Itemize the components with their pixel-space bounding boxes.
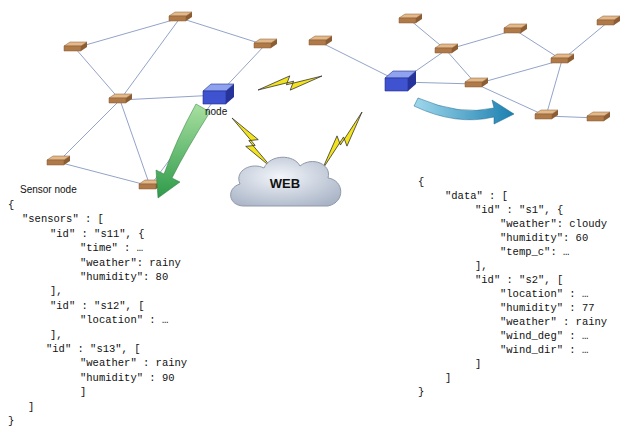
- network-link: [120, 18, 180, 100]
- json-line: ]: [445, 372, 451, 384]
- network-link: [546, 60, 562, 116]
- sensor-node-icon: [504, 24, 527, 33]
- gateway-node-icon: [385, 71, 416, 91]
- json-line: ]: [475, 358, 481, 370]
- sensor-node-icon: [587, 112, 610, 121]
- sensor-node-icon: [254, 39, 277, 48]
- sensor-node-icon: [399, 14, 422, 23]
- json-line: "wind_dir" : …: [500, 344, 588, 356]
- json-line: "humidity": 60: [500, 232, 588, 244]
- sensor-node-icon: [535, 110, 558, 119]
- json-line: {: [418, 176, 424, 188]
- json-line: "id" : "s11", {: [50, 228, 145, 240]
- sensor-node-icon: [597, 16, 620, 25]
- sensor-node-icon: [47, 156, 70, 165]
- sensor-node-icon: [465, 78, 488, 87]
- sensor-node-icon: [64, 42, 87, 51]
- data-flow-arrow: [156, 104, 210, 198]
- json-line: ]: [80, 386, 86, 398]
- sensor-node-icon: [551, 54, 574, 63]
- json-line: "location" : …: [500, 288, 588, 300]
- sensor-node-icon: [109, 94, 132, 103]
- json-line: "location" : …: [80, 314, 168, 326]
- json-line: "id" : "s1", {: [475, 204, 563, 216]
- wireless-link-bolt: [232, 118, 272, 168]
- json-line: "data" : [: [445, 190, 508, 202]
- network-link: [476, 60, 562, 84]
- wireless-link-bolt: [322, 112, 362, 170]
- json-line: ],: [50, 285, 63, 297]
- network-link: [75, 48, 120, 100]
- json-line: "weather" : rainy: [80, 357, 187, 369]
- json-line: "id" : "s2", [: [475, 274, 563, 286]
- wireless-link-bolt: [258, 76, 322, 90]
- json-line: "humidity" : 90: [80, 372, 175, 384]
- sensor-node-icon: [435, 44, 458, 53]
- json-line: ],: [50, 329, 63, 341]
- json-line: "wind_deg" : …: [500, 330, 588, 342]
- gateway-node-icon: [203, 84, 234, 104]
- network-link: [180, 18, 265, 45]
- cloud-label: WEB: [270, 176, 300, 191]
- json-line: "temp_c": …: [500, 246, 569, 258]
- network-link: [75, 18, 180, 48]
- json-line: ],: [475, 260, 488, 272]
- json-line: "sensors" : [: [22, 213, 104, 225]
- json-line: "time" : …: [80, 242, 143, 254]
- left-sensor-network: [47, 12, 277, 189]
- cloud-shape: WEB: [222, 150, 348, 216]
- json-line: }: [8, 415, 14, 427]
- json-line: "humidity" : 77: [500, 302, 595, 314]
- network-link: [58, 100, 120, 162]
- network-link: [120, 100, 150, 186]
- json-line: {: [8, 199, 14, 211]
- network-link: [58, 162, 150, 186]
- json-line: "weather": cloudy: [500, 218, 607, 230]
- json-line: "weather" : rainy: [500, 316, 607, 328]
- json-line: "id" : "s12", [: [50, 300, 145, 312]
- right-sensor-network: [309, 14, 620, 121]
- json-line: "weather": rainy: [80, 257, 181, 269]
- part-label: node: [205, 106, 227, 117]
- sensor-node-icon: [309, 36, 332, 45]
- json-line: ]: [28, 401, 34, 413]
- json-line: "humidity": 80: [80, 271, 168, 283]
- json-line: }: [418, 386, 424, 398]
- sensor-node-icon: [169, 12, 192, 21]
- data-flow-arrow: [414, 98, 514, 124]
- json-line: "id" : "s13", [: [46, 343, 141, 355]
- part-label: Sensor node: [20, 184, 77, 195]
